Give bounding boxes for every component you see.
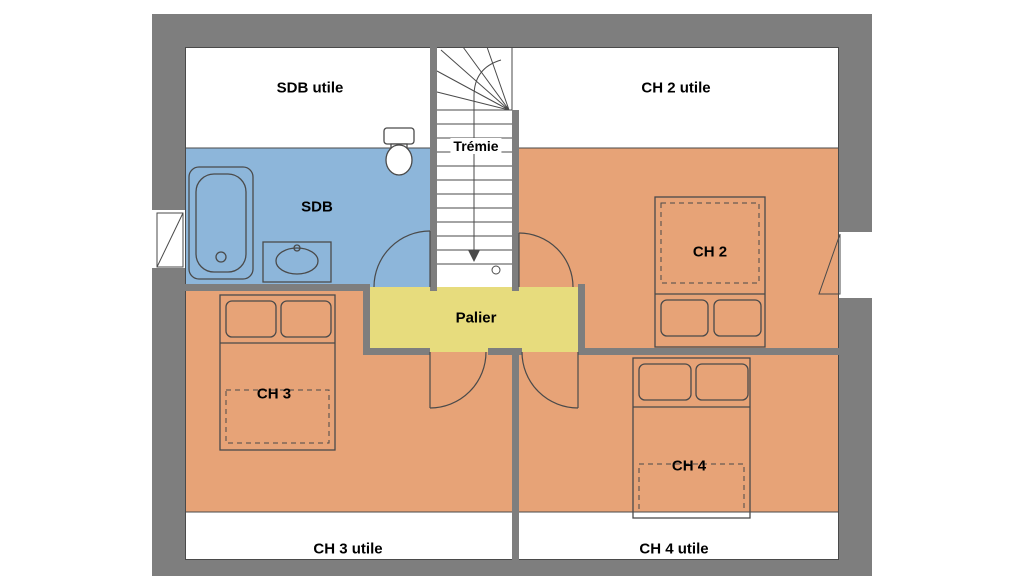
stair-walk-line [473,59,502,250]
door-ch4-arc [521,351,579,409]
wall-openings [152,210,872,298]
toilet-bowl [385,144,413,176]
bed-ch3 [219,294,336,451]
sink-basin [275,247,319,275]
room-label-ch4: CH 4 [671,457,707,475]
wall-left [152,14,185,576]
area-label-sdb-utile: SDB utile [276,79,344,97]
stair-winders [436,46,510,111]
door-sdb [373,230,431,288]
label-tremie: Trémie [450,138,502,154]
bed-ch4-pillow-right [695,363,749,401]
sink [262,241,332,283]
right-door-gap [839,232,872,298]
wall-ch3-ch4 [512,352,519,560]
window-right-leaf [818,233,841,295]
wall-stair-right [512,110,519,291]
newel-post [491,265,501,275]
bathtub-outer [188,166,254,280]
room-label-ch2: CH 2 [692,243,728,261]
area-label-ch3-utile: CH 3 utile [313,540,383,558]
window-left [156,212,184,268]
wall-palier-right [578,284,585,355]
window-left-frame [156,212,184,268]
bed-ch3-pillow-left [225,300,277,338]
wall-palier-bottom-left [363,348,430,355]
wall-ch2-ch4 [578,348,839,355]
wall-palier-bottom-mid [488,348,522,355]
room-label-sdb: SDB [301,198,333,216]
door-sdb-arc [373,230,431,288]
bed-ch2-frame [654,196,766,348]
bed-ch2-foot-dashed [660,202,760,284]
area-label-ch4-utile: CH 4 utile [639,540,709,558]
bed-ch3-frame [219,294,336,451]
toilet-tank [383,127,415,145]
wall-palier-left [363,284,370,352]
bed-ch2-pillow-right [713,299,762,337]
bathtub [188,166,254,280]
sink-counter [262,241,332,283]
door-ch4 [521,351,579,409]
bed-ch3-pillow-right [280,300,332,338]
furniture [188,127,766,519]
wall-top [152,14,872,47]
wall-stair-left [430,47,437,291]
room-fills [185,148,839,512]
wall-sdb-bottom [185,284,370,291]
sink-faucet [293,244,301,252]
room-sdb-floor [185,148,430,287]
door-ch2 [518,232,574,288]
bed-ch4-frame [632,357,751,519]
area-label-ch2-utile: CH 2 utile [641,79,711,97]
bed-ch4-pillow-left [638,363,692,401]
bed-ch4-foot-dashed [638,463,745,513]
room-label-ch3: CH 3 [256,385,292,403]
staircase [436,46,512,275]
door-ch2-arc [518,232,574,288]
room-palier-floor [370,287,580,352]
bed-ch2-pillow-left [660,299,709,337]
stair-direction-arrow [468,250,480,262]
door-ch3 [429,351,487,409]
window-right [818,233,841,295]
window-left-casement [156,212,184,268]
toilet [383,127,415,176]
wall-bottom [152,560,872,576]
room-label-palier: Palier [455,309,497,327]
bathtub-drain [215,251,227,263]
doors [373,230,579,409]
bed-ch2 [654,196,766,348]
bed-ch3-foot-dashed [225,389,330,444]
opening-symbols [156,212,841,295]
door-ch3-arc [429,351,487,409]
bathtub-inner [195,173,247,273]
bed-ch4 [632,357,751,519]
room-ch4-floor [518,352,839,512]
